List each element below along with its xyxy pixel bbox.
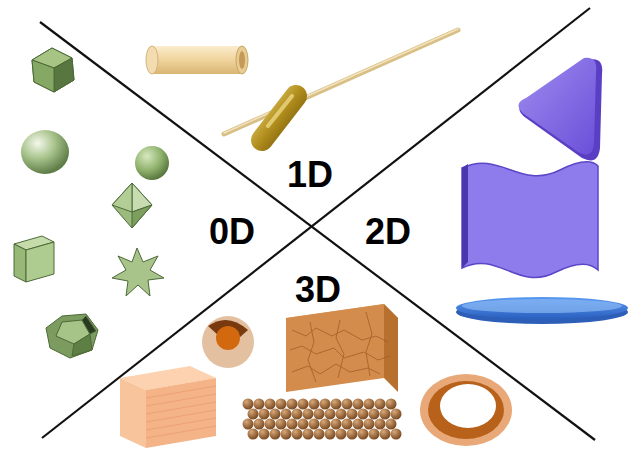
particle: [309, 399, 320, 410]
particle: [380, 409, 391, 420]
particle: [309, 419, 320, 430]
particle-film: [243, 399, 402, 440]
particle: [391, 409, 402, 420]
particle: [243, 419, 254, 430]
particle: [298, 399, 309, 410]
particle: [265, 419, 276, 430]
particle: [358, 409, 369, 420]
particle: [364, 399, 375, 410]
particle: [342, 399, 353, 410]
particle: [347, 429, 358, 440]
particle: [292, 409, 303, 420]
particle: [353, 419, 364, 430]
zero-d-shapes: [14, 48, 169, 358]
particle: [259, 429, 270, 440]
particle: [287, 399, 298, 410]
particle: [380, 429, 391, 440]
particle: [303, 429, 314, 440]
particle: [292, 429, 303, 440]
particle: [287, 419, 298, 430]
particle: [358, 429, 369, 440]
particle: [353, 399, 364, 410]
particle: [248, 409, 259, 420]
particle: [303, 409, 314, 420]
particle: [336, 429, 347, 440]
particle: [325, 429, 336, 440]
particle: [369, 429, 380, 440]
particle: [320, 399, 331, 410]
particle: [314, 429, 325, 440]
particle: [331, 419, 342, 430]
particle: [336, 409, 347, 420]
two-d-shapes: [456, 58, 628, 324]
dimension-label: 1D: [284, 156, 336, 194]
particle: [375, 419, 386, 430]
particle: [331, 399, 342, 410]
particle: [375, 399, 386, 410]
three-d-shapes: [120, 304, 512, 448]
particle: [347, 409, 358, 420]
particle: [325, 409, 336, 420]
particle: [243, 399, 254, 410]
particle: [254, 419, 265, 430]
one-d-shapes: [146, 29, 458, 140]
particle: [369, 409, 380, 420]
particle: [342, 419, 353, 430]
particle: [276, 399, 287, 410]
particle: [248, 429, 259, 440]
dimension-label: 0D: [206, 213, 258, 251]
dimension-label: 2D: [362, 213, 414, 251]
particle: [298, 419, 309, 430]
dimension-label: 3D: [292, 271, 344, 309]
particle: [270, 409, 281, 420]
particle: [270, 429, 281, 440]
particle: [314, 409, 325, 420]
particle: [254, 399, 265, 410]
particle: [265, 399, 276, 410]
particle: [259, 409, 270, 420]
particle: [364, 419, 375, 430]
particle: [281, 409, 292, 420]
particle: [386, 399, 397, 410]
particle: [281, 429, 292, 440]
particle: [386, 419, 397, 430]
particle: [391, 429, 402, 440]
particle: [320, 419, 331, 430]
particle: [276, 419, 287, 430]
